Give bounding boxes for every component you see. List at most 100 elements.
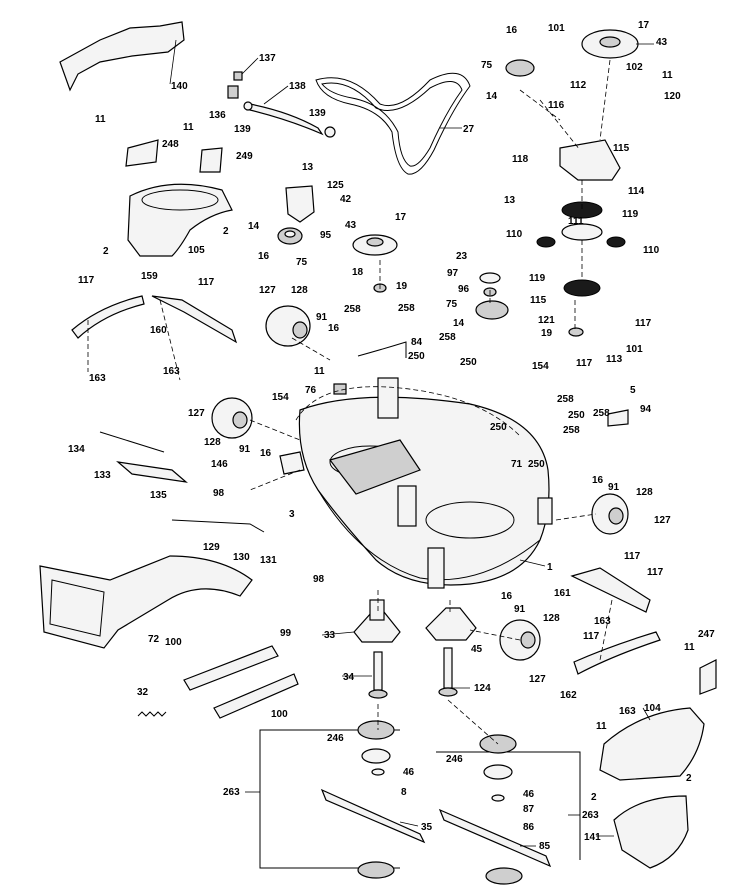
part-105-opening [141,189,219,211]
part-162-baffle [573,631,661,675]
part-1-deck-bracket-left [377,377,399,419]
label-146: 146 [211,459,228,470]
label-127b: 127 [188,408,205,419]
part-35-blade-adapter [357,861,395,879]
part-136-fitting [227,85,239,99]
part-1-deck-bracket-right [397,485,417,527]
label-115a: 115 [613,143,630,154]
label-128b: 128 [204,437,221,448]
label-161: 161 [554,588,571,599]
part-125-bracket [285,185,315,223]
label-46a: 46 [403,767,415,778]
label-163a: 163 [89,373,106,384]
part-110-gear-left [536,236,556,248]
part-46-washer-right [491,794,505,802]
label-160: 160 [150,325,167,336]
label-140: 140 [171,81,188,92]
label-16b: 16 [506,25,518,36]
part-140-deflector [59,21,185,92]
label-258c: 258 [439,332,456,343]
label-13a: 13 [302,162,314,173]
label-141: 141 [584,832,601,843]
label-127d: 127 [529,674,546,685]
part-104-belt-cover [599,707,705,781]
label-117g: 117 [583,631,600,642]
part-161-baffle [570,567,651,613]
part-129-rod [171,519,265,533]
label-76: 76 [305,385,317,396]
label-110a: 110 [506,229,523,240]
label-114: 114 [628,186,645,197]
part-128-hub-b [232,411,248,429]
label-249: 249 [236,151,253,162]
part-1-deck-skirt [317,489,541,581]
label-16c: 16 [328,323,340,334]
label-131: 131 [260,555,277,566]
label-11e: 11 [684,642,695,653]
label-117c: 117 [78,275,95,286]
label-127a: 127 [259,285,276,296]
label-258a: 258 [344,304,361,315]
label-45: 45 [471,644,483,655]
label-162: 162 [560,690,577,701]
label-71: 71 [511,459,523,470]
part-246-hub-right [483,764,513,780]
label-14a: 14 [248,221,260,232]
part-141-shield [613,795,689,869]
label-133: 133 [94,470,111,481]
label-250c: 250 [490,422,507,433]
label-115b: 115 [530,295,547,306]
label-117a: 117 [635,318,652,329]
part-34-shaft-base [368,689,388,699]
label-102: 102 [626,62,643,73]
part-105-belt-cover [127,183,233,257]
part-1-deck-plate-front [427,547,445,589]
label-163d: 163 [619,706,636,717]
label-250e: 250 [528,459,545,470]
label-154b: 154 [272,392,289,403]
part-139-clamp-a [243,101,253,111]
label-75b: 75 [446,299,458,310]
label-16f: 16 [501,591,513,602]
label-134: 134 [68,444,85,455]
part-27-belt-inner [321,81,463,167]
part-33-spindle-tube [369,599,385,621]
label-117b: 117 [576,358,593,369]
label-258f: 258 [563,425,580,436]
label-163b: 163 [163,366,180,377]
label-135: 135 [150,490,167,501]
part-128-hub-d [520,631,536,649]
label-110b: 110 [643,245,660,256]
label-18: 18 [352,267,364,278]
part-137-fitting [233,71,243,81]
label-118: 118 [512,154,529,165]
label-84: 84 [411,337,423,348]
label-14c: 14 [486,91,498,102]
label-72: 72 [148,634,160,645]
part-19-bearing-b [568,327,584,337]
part-248-bracket [125,139,159,167]
part-138-hose [249,103,324,136]
label-139a: 139 [234,124,251,135]
part-118-bracket [559,139,621,181]
label-119b: 119 [529,273,546,284]
part-119-gear-lower [563,279,601,297]
label-91b: 91 [239,444,251,455]
label-119a: 119 [622,209,639,220]
label-113: 113 [606,354,623,365]
part-32-spring [137,711,167,717]
label-117d: 117 [198,277,215,288]
label-32: 32 [137,687,149,698]
label-42: 42 [340,194,352,205]
label-99: 99 [280,628,292,639]
part-99-arm-lower [213,673,299,719]
label-33: 33 [324,630,336,641]
label-3: 3 [289,509,295,520]
label-91d: 91 [514,604,526,615]
label-95: 95 [320,230,332,241]
label-2a: 2 [223,226,229,237]
label-1: 1 [547,562,553,573]
part-246-adapter-left [357,720,395,740]
label-130: 130 [233,552,250,563]
label-35: 35 [421,822,433,833]
